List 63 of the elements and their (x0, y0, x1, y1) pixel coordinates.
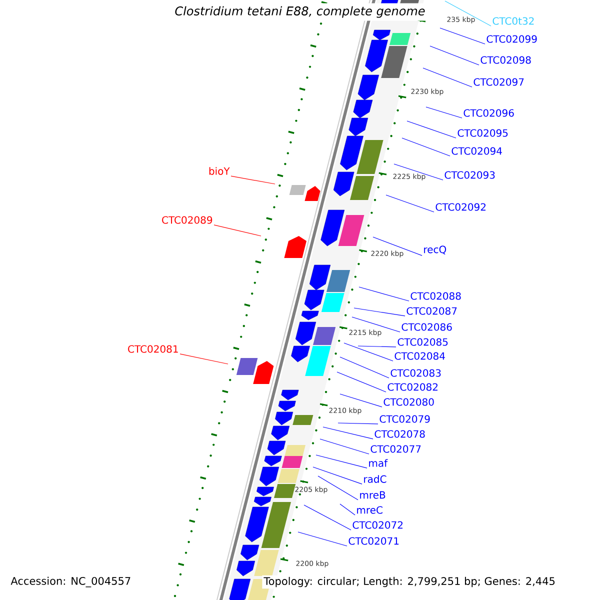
leader-line (430, 46, 480, 66)
gene-label: CTC02088 (410, 292, 461, 300)
gene-label: CTC02081 (128, 345, 178, 353)
leader-line (406, 120, 456, 138)
leader-line (180, 354, 228, 364)
gene-label: bioY (209, 167, 230, 175)
gene-label: mreB (360, 491, 386, 499)
gene-label: CTC02083 (390, 369, 441, 377)
leader-line (230, 176, 276, 184)
leader-line (312, 466, 362, 484)
leader-line (338, 422, 378, 424)
gene-label: CTC02098 (480, 56, 531, 64)
leader-line (344, 342, 394, 362)
leader-line (316, 454, 368, 468)
gene-label: CTC02079 (380, 415, 430, 423)
gene-label: CTC02085 (398, 338, 448, 346)
gene-label: mreC (357, 506, 382, 514)
gene-label: CTC02084 (394, 352, 445, 360)
title: Clostridium tetani E88, complete genome (172, 3, 428, 21)
gene-label: radC (364, 475, 386, 483)
leader-line (402, 138, 450, 156)
gene-label: CTC02095 (458, 129, 508, 137)
leader-line (322, 426, 374, 440)
gene-label: CTC02093 (444, 171, 495, 179)
gene-label: CTC0t32 (492, 17, 534, 25)
leader-line (340, 356, 390, 378)
gene-label: CTC02087 (406, 307, 457, 315)
leader-line (440, 28, 486, 44)
leader-line (386, 194, 434, 212)
gene-label: CTC02082 (388, 383, 438, 391)
leader-line (336, 372, 386, 392)
leader-line (426, 106, 462, 118)
gene-label: CTC02099 (486, 35, 537, 43)
leader-line (422, 68, 472, 88)
leader-line (358, 346, 396, 348)
gene-label: CTC02097 (474, 78, 524, 86)
gene-label: CTC02086 (402, 323, 452, 331)
leader-line (358, 286, 410, 302)
gene-label: CTC02080 (384, 398, 434, 406)
leader-line (354, 308, 406, 316)
gene-label: CTC02072 (352, 521, 402, 529)
info-text: Topology: circular; Length: 2,799,251 bp; Genes: 2,445 (262, 575, 557, 589)
gene-label: CTC02089 (162, 216, 212, 224)
leader-line (340, 504, 356, 516)
leader-line (298, 532, 348, 546)
gene-label: CTC02071 (348, 537, 399, 545)
leader-line (320, 438, 370, 454)
leader-line (444, 0, 492, 26)
leader-line (340, 394, 382, 408)
gene-label: recQ (424, 246, 446, 254)
leader-line (214, 224, 262, 236)
leader-line (304, 504, 352, 530)
leader-line (372, 236, 422, 256)
info-text: Accession: NC_004557 (9, 575, 133, 589)
gene-label: maf (369, 459, 388, 467)
leader-line (394, 164, 444, 180)
gene-label: CTC02077 (370, 445, 421, 453)
leader-line (352, 316, 400, 332)
gene-label: CTC02096 (464, 109, 514, 117)
gene-label: CTC02078 (374, 430, 425, 438)
leader-line (318, 476, 358, 500)
gene-label: CTC02092 (436, 203, 486, 211)
gene-label: CTC02094 (452, 147, 502, 155)
